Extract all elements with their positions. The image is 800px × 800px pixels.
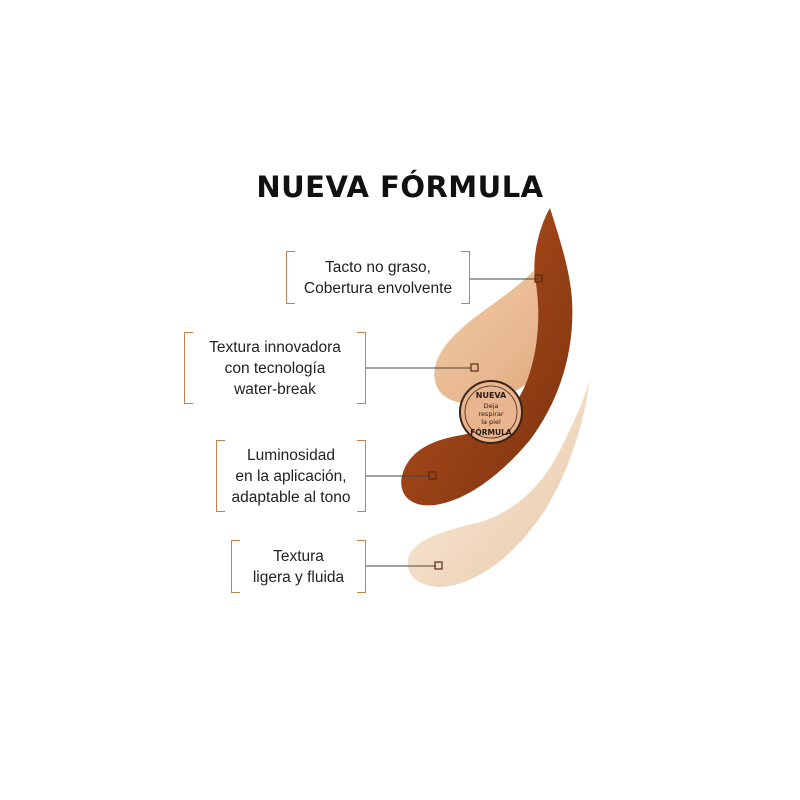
callout-luminosidad: Luminosidad en la aplicación, adaptable … xyxy=(216,440,366,512)
callout-line: ligera y fluida xyxy=(252,569,345,586)
callout-line: Luminosidad xyxy=(247,447,335,464)
callout-line: Tacto no graso, xyxy=(325,259,431,276)
callout-line: con tecnología xyxy=(224,360,326,377)
seal-center-line: la piel xyxy=(481,418,501,426)
callout-bracket-left xyxy=(184,332,193,404)
callout-line: Textura xyxy=(273,548,324,565)
swatch-dark xyxy=(401,208,573,506)
callout-textura-innovadora: Textura innovadora con tecnología water-… xyxy=(184,332,366,404)
seal-center-line: respirar xyxy=(478,410,504,418)
callout-line: water-break xyxy=(234,381,316,398)
callout-line: adaptable al tono xyxy=(231,489,351,506)
seal-top-text: NUEVA xyxy=(476,391,507,400)
callout-bracket-left xyxy=(286,251,295,304)
callout-textura-ligera: Textura ligera y fluida xyxy=(231,540,366,593)
callout-bracket-right xyxy=(357,440,366,512)
nueva-formula-seal: NUEVA Deja respirar la piel FÓRMULA xyxy=(459,380,523,444)
swatch-light xyxy=(407,378,590,587)
seal-bottom-text: FÓRMULA xyxy=(470,428,512,437)
seal-center-line: Deja xyxy=(484,402,499,410)
leader-marker xyxy=(470,363,479,372)
callout-tacto: Tacto no graso, Cobertura envolvente xyxy=(286,251,470,304)
callout-line: Cobertura envolvente xyxy=(303,280,453,297)
leader-marker xyxy=(534,274,543,283)
callout-bracket-left xyxy=(231,540,240,593)
callout-bracket-right xyxy=(357,540,366,593)
callout-bracket-right xyxy=(461,251,470,304)
page-title: NUEVA FÓRMULA xyxy=(256,170,544,204)
callout-bracket-right xyxy=(357,332,366,404)
callout-line: en la aplicación, xyxy=(235,468,347,485)
leader-marker xyxy=(428,471,437,480)
callout-line: Textura innovadora xyxy=(209,339,341,356)
leader-marker xyxy=(434,561,443,570)
callout-bracket-left xyxy=(216,440,225,512)
